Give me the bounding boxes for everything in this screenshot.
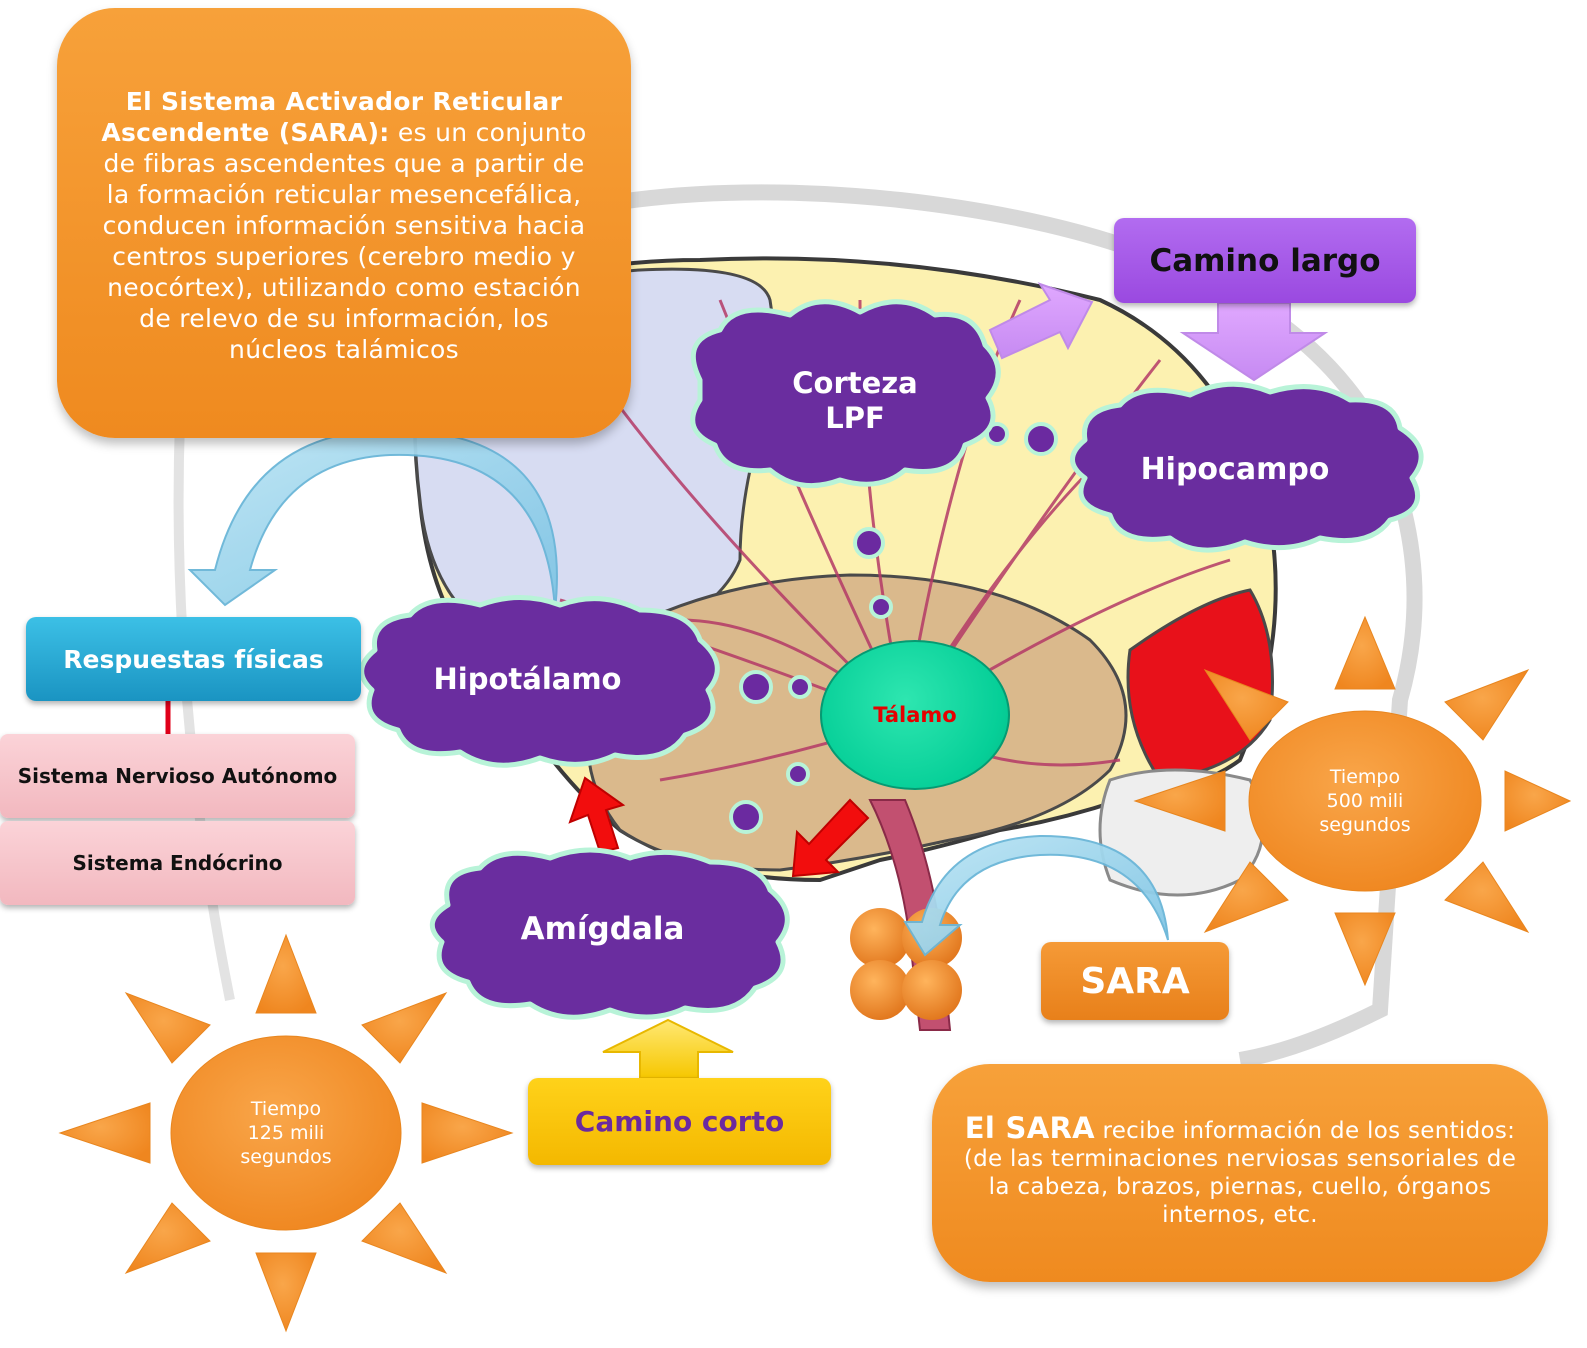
camino-largo-box: Camino largo bbox=[1114, 218, 1416, 303]
cloud-hipocampo bbox=[1070, 381, 1424, 553]
corteza-line2: LPF bbox=[825, 401, 885, 435]
cloud-hipotalamo bbox=[359, 595, 720, 768]
sun-right bbox=[1133, 615, 1572, 987]
arrow-to-camino-largo bbox=[988, 282, 1094, 360]
arrow-to-hipotalamo bbox=[568, 776, 626, 854]
sistema-nervioso-box: Sistema Nervioso Autónomo bbox=[0, 734, 355, 818]
sun-right-line1: Tiempo bbox=[1329, 766, 1401, 788]
respuestas-fisicas-box: Respuestas físicas bbox=[26, 617, 361, 701]
sun-right-label: Tiempo 500 mili segundos bbox=[1285, 765, 1445, 837]
thought-bubbles bbox=[729, 422, 1058, 834]
sara-info-box: El SARA recibe información de los sentid… bbox=[932, 1064, 1548, 1282]
arrow-to-amigdala bbox=[791, 798, 870, 878]
sara-info-text: recibe información de los sentidos: (de … bbox=[963, 1118, 1517, 1228]
face-outline bbox=[173, 419, 235, 1001]
sara-box: SARA bbox=[1041, 942, 1229, 1020]
sun-left bbox=[58, 933, 514, 1333]
corteza-label: Corteza LPF bbox=[740, 366, 970, 436]
cloud-corteza bbox=[690, 299, 1001, 489]
sun-left-line1: Tiempo bbox=[250, 1098, 322, 1120]
arrow-to-respuestas bbox=[187, 428, 558, 611]
sun-right-line3: segundos bbox=[1319, 814, 1411, 836]
sun-right-line2: 500 mili bbox=[1326, 790, 1404, 812]
corteza-line1: Corteza bbox=[792, 366, 918, 400]
hipocampo-label: Hipocampo bbox=[1140, 452, 1330, 487]
sun-left-label: Tiempo 125 mili segundos bbox=[206, 1097, 366, 1169]
amigdala-label: Amígdala bbox=[520, 911, 685, 947]
sun-left-line2: 125 mili bbox=[247, 1122, 325, 1144]
sara-info-bold: El SARA bbox=[964, 1111, 1095, 1145]
intro-bold: El Sistema Activador Reticular Ascendent… bbox=[101, 87, 563, 147]
talamo-node: Tálamo bbox=[820, 640, 1010, 790]
intro-box: El Sistema Activador Reticular Ascendent… bbox=[57, 8, 631, 438]
arrow-from-camino-corto bbox=[602, 1018, 734, 1079]
intro-text: es un conjunto de fibras ascendentes que… bbox=[102, 118, 587, 364]
sistema-endocrino-box: Sistema Endócrino bbox=[0, 821, 355, 905]
arrow-to-cluster bbox=[903, 834, 1169, 957]
arrow-to-hipocampo bbox=[1179, 302, 1329, 382]
cloud-amigdala bbox=[430, 847, 790, 1020]
sun-left-line3: segundos bbox=[240, 1146, 332, 1168]
hipotalamo-label: Hipotálamo bbox=[433, 662, 622, 696]
camino-corto-box: Camino corto bbox=[528, 1078, 831, 1165]
